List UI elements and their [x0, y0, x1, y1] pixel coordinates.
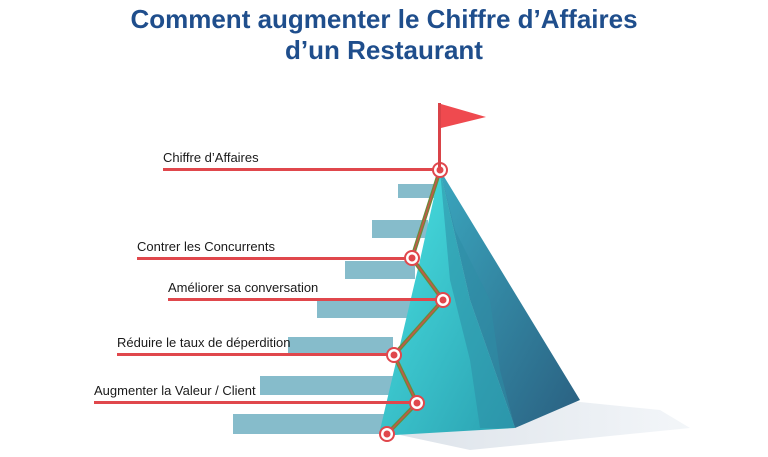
- mountain-right-face: [440, 170, 580, 428]
- step-bar: [288, 337, 393, 355]
- milestone-dot: [435, 292, 451, 308]
- flag-icon: [438, 103, 486, 167]
- milestone-dot: [409, 395, 425, 411]
- title-line-2: d’un Restaurant: [285, 35, 483, 65]
- step-bar: [345, 261, 415, 279]
- step-bar: [372, 220, 428, 238]
- ground-shadow: [400, 400, 690, 450]
- connector-line: [137, 257, 412, 260]
- step-label-conversation: Améliorer sa conversation: [168, 280, 319, 295]
- title-line-1: Comment augmenter le Chiffre d’Affaires: [130, 4, 638, 34]
- connector-line: [117, 353, 394, 356]
- connector-lines: [94, 168, 443, 404]
- connector-line: [163, 168, 440, 171]
- connector-line: [94, 401, 417, 404]
- milestones: [379, 162, 451, 442]
- step-bar: [398, 184, 438, 198]
- milestone-dot: [404, 250, 420, 266]
- milestone-dot: [379, 426, 395, 442]
- connector-line: [168, 298, 443, 301]
- step-bar: [233, 414, 403, 434]
- step-label-revenue: Chiffre d’Affaires: [163, 150, 259, 165]
- mountain-ridge: [440, 170, 515, 428]
- step-label-competitors: Contrer les Concurrents: [137, 239, 275, 254]
- mountain: [380, 170, 580, 435]
- step-label-customer-value: Augmenter la Valeur / Client: [94, 383, 256, 398]
- page-title: Comment augmenter le Chiffre d’Affaires …: [0, 4, 768, 66]
- milestone-dot: [386, 347, 402, 363]
- step-label-churn: Réduire le taux de déperdition: [117, 335, 291, 350]
- step-bar: [260, 376, 410, 395]
